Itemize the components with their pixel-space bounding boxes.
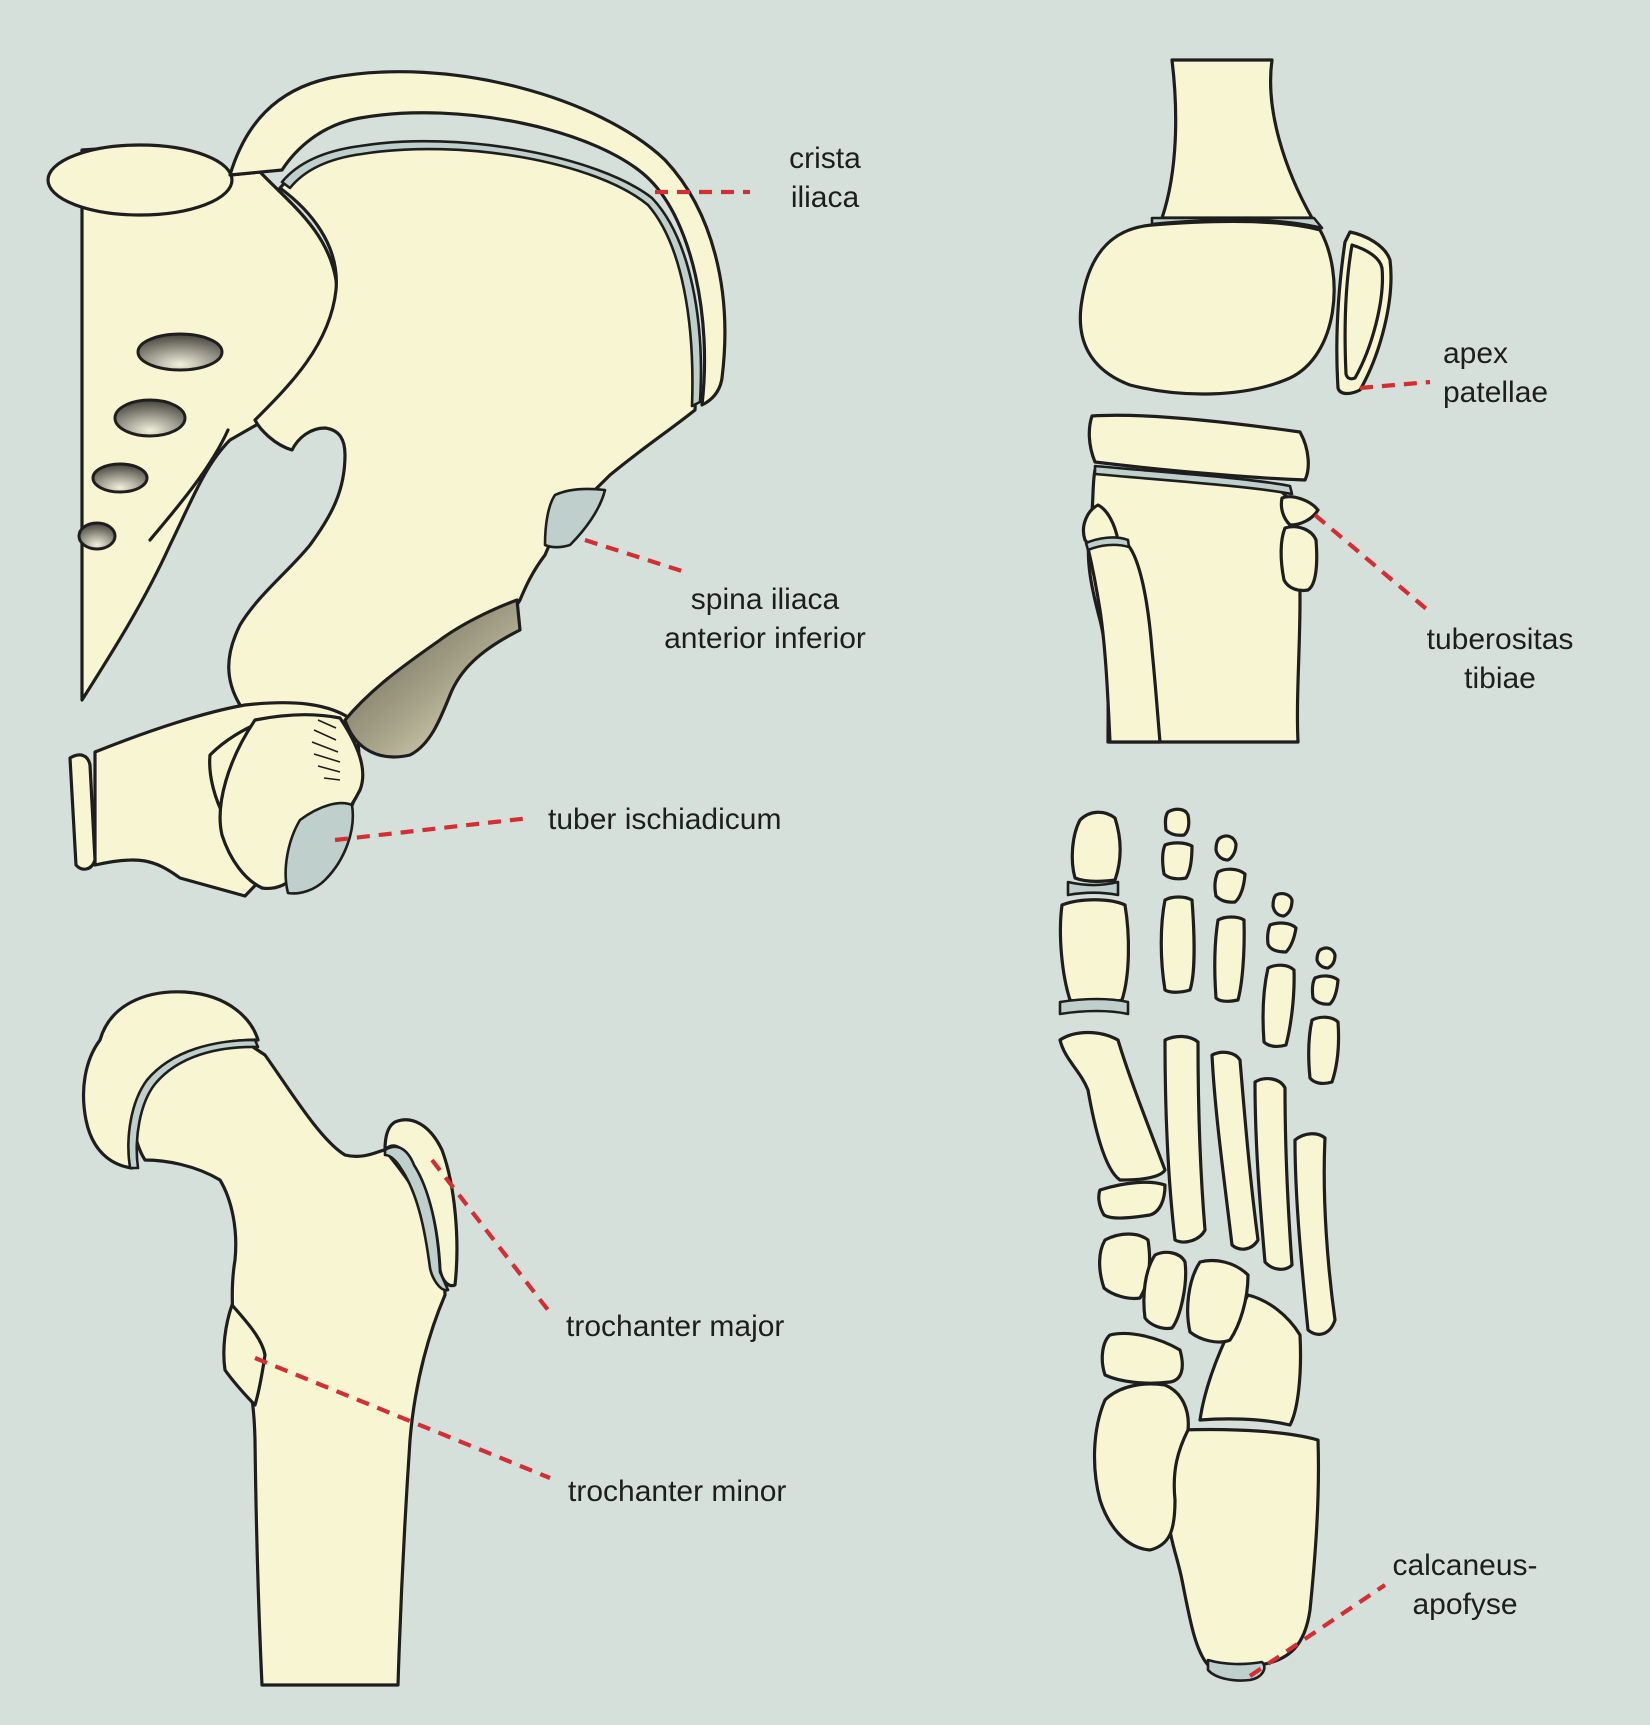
tibia-physis <box>1093 464 1294 496</box>
label-crista-iliaca: crista iliaca <box>770 139 880 217</box>
talus <box>1092 1382 1190 1552</box>
metatarsal-1 <box>1058 1030 1167 1182</box>
label-apex-patellae: apex patellae <box>1443 334 1548 412</box>
trochanter-minor-apophysis <box>222 1303 267 1407</box>
cuneiform-medial <box>1098 1232 1152 1301</box>
fibula-physis <box>1084 536 1131 552</box>
label-tuber-ischiadicum: tuber ischiadicum <box>548 803 782 836</box>
crista-growth-plate <box>280 139 703 408</box>
label-tuberositas-tibiae: tuberositas tibiae <box>1410 620 1590 698</box>
metatarsal-1-base <box>1097 1180 1167 1220</box>
toe-5-proximal-phalanx <box>1307 1015 1341 1085</box>
toe-1-proximal-phalanx <box>1058 898 1131 1006</box>
leader-trochanter-major <box>430 1158 550 1312</box>
calcaneus <box>1167 1427 1321 1669</box>
femoral-head-physis <box>127 1038 260 1170</box>
label-spina-line1: spina iliaca <box>690 583 840 616</box>
leader-apex-patellae <box>1359 379 1431 391</box>
label-trochanter-major: trochanter major <box>566 1310 785 1343</box>
tuberositas-apophysis <box>1279 525 1319 593</box>
sacral-foramen-2 <box>113 398 187 438</box>
label-calcaneus-line1: calcaneus- <box>1392 1549 1538 1582</box>
leader-spina-iliaca <box>584 537 686 575</box>
toe-5-middle-phalanx <box>1310 974 1340 1006</box>
label-calcaneus-line2: apofyse <box>1412 1588 1518 1621</box>
label-crista-iliaca-line1: crista <box>789 142 861 175</box>
ilium-crest-cap <box>228 70 727 407</box>
metatarsal-5 <box>1293 1132 1337 1336</box>
toe-4-distal-phalanx <box>1271 892 1294 918</box>
femur-condyle <box>1078 219 1336 396</box>
metatarsal-3 <box>1210 1050 1260 1251</box>
label-apex-line2: patellae <box>1443 376 1549 409</box>
label-spina-iliaca-anterior-inferior: spina iliaca anterior inferior <box>640 580 890 658</box>
femur-illustration <box>81 990 459 1687</box>
leader-lines <box>254 189 1432 1678</box>
label-tuberositas-line1: tuberositas <box>1426 623 1574 656</box>
tuber-ischiadicum-apophysis <box>284 801 355 895</box>
femur-shaft-upper <box>1160 58 1314 220</box>
label-apex-line1: apex <box>1443 337 1509 370</box>
label-calcaneus-apofyse: calcaneus- apofyse <box>1380 1546 1550 1624</box>
toe-1-distal-epiphysis <box>1066 880 1120 897</box>
patella-inner <box>1343 243 1385 381</box>
label-tuberositas-line2: tibiae <box>1464 662 1536 695</box>
pelvis-illustration <box>46 70 727 898</box>
leader-tuber-ischiadicum <box>334 815 531 843</box>
femur-shaft <box>127 1032 447 1687</box>
cuneiform-lateral <box>1186 1258 1250 1344</box>
toe-1-distal-phalanx <box>1070 810 1122 883</box>
metatarsal-4 <box>1253 1077 1294 1271</box>
label-trochanter-minor: trochanter minor <box>568 1475 787 1508</box>
trochanter-major-apophysis <box>383 1145 450 1292</box>
cuboid <box>1198 1293 1303 1427</box>
pubic-symphysis-cap <box>68 753 97 871</box>
knee-illustration <box>1078 58 1393 744</box>
navicular <box>1100 1331 1184 1385</box>
ischium-striations <box>311 719 341 781</box>
toe-2-distal-phalanx <box>1163 807 1191 837</box>
toe-1-epiphysis <box>1058 997 1130 1016</box>
spina-apophysis <box>543 487 607 549</box>
sacral-vertebra-body <box>46 143 234 217</box>
leader-trochanter-minor <box>254 1356 551 1480</box>
foot-illustration <box>1058 807 1341 1682</box>
obturator-hole-upper <box>148 428 230 542</box>
toe-4-middle-phalanx <box>1266 921 1298 954</box>
toe-4-proximal-phalanx <box>1261 963 1296 1049</box>
label-crista-iliaca-line2: iliaca <box>790 181 860 214</box>
leader-tuberositas-tibiae <box>1313 513 1432 614</box>
toe-5-distal-phalanx <box>1315 946 1337 970</box>
leader-calcaneus-apofyse <box>1248 1583 1387 1678</box>
tibia-epiphysis <box>1087 413 1310 482</box>
toe-3-distal-phalanx <box>1214 834 1238 862</box>
acetabulum-fossa <box>343 598 522 759</box>
sacral-foramen-4 <box>77 521 117 551</box>
toe-3-proximal-phalanx <box>1213 915 1246 1003</box>
metatarsal-2 <box>1163 1034 1207 1244</box>
sacral-foramen-1 <box>136 332 224 372</box>
patella <box>1335 230 1393 396</box>
tibial-tubercle <box>1279 495 1320 527</box>
label-spina-line2: anterior inferior <box>664 622 866 655</box>
toe-3-middle-phalanx <box>1213 867 1247 904</box>
femur-physis <box>1150 216 1324 230</box>
sacral-foramen-3 <box>91 462 149 494</box>
toe-2-middle-phalanx <box>1161 841 1194 881</box>
cuneiform-intermediate <box>1142 1250 1188 1331</box>
toe-2-proximal-phalanx <box>1159 895 1196 994</box>
